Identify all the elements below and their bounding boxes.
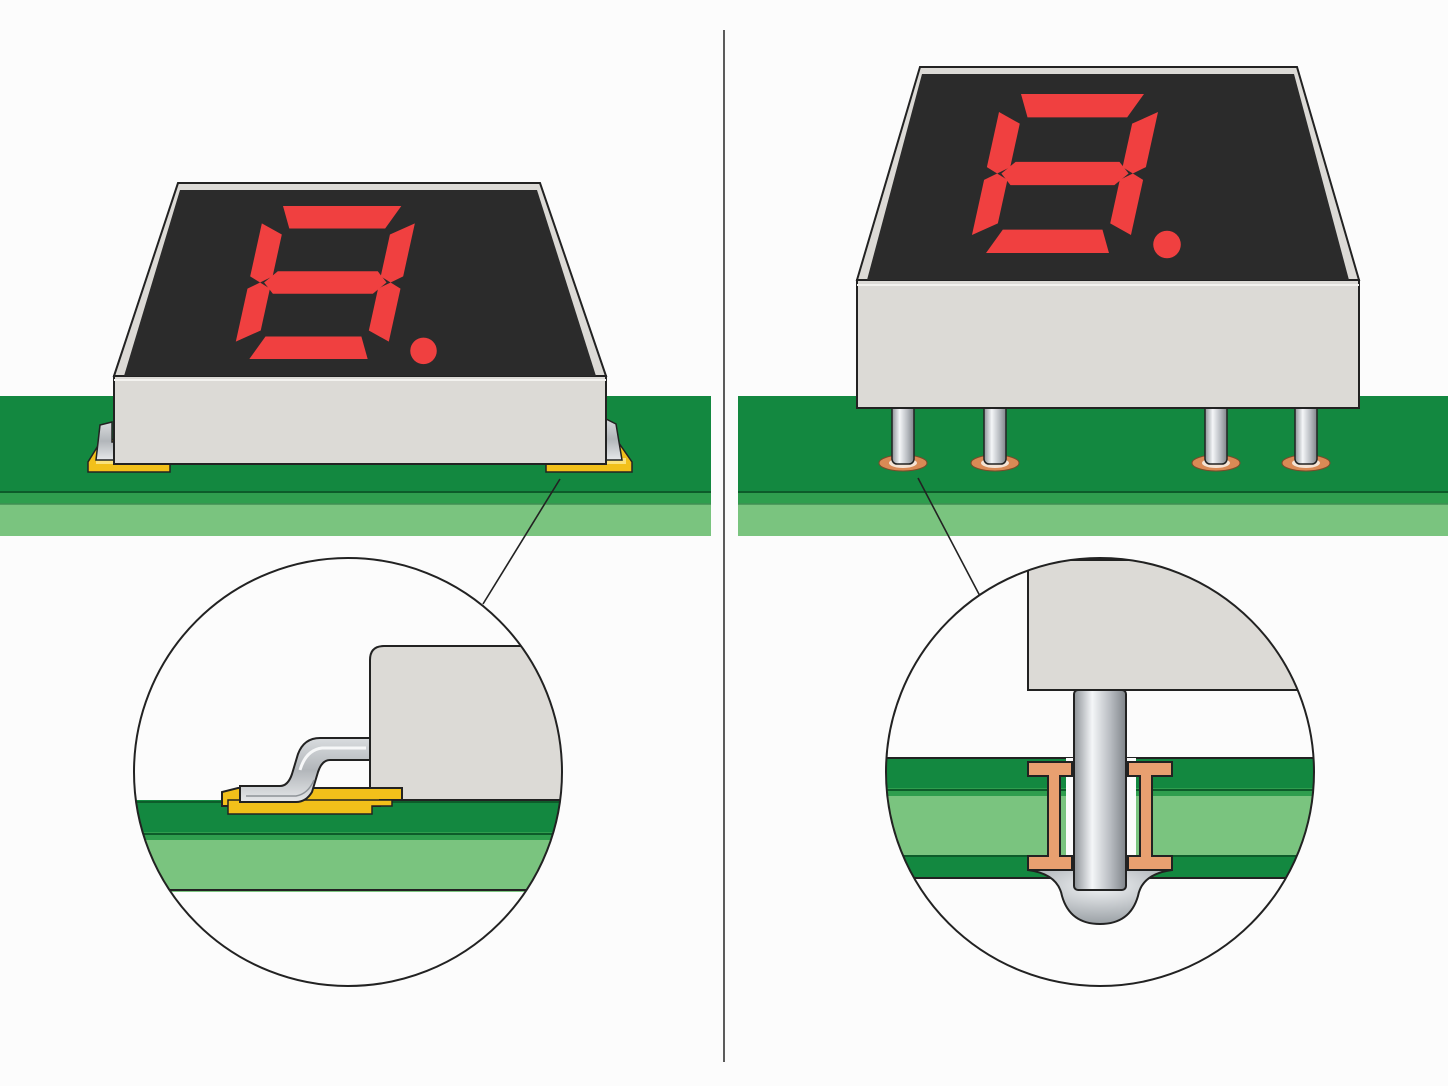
- through-hole-pins: [878, 397, 1331, 472]
- segment-a: [1021, 94, 1144, 118]
- pcb-board-right: [738, 396, 1448, 536]
- segment-a: [283, 206, 402, 229]
- segment-c: [368, 282, 401, 342]
- tht-seven-segment-digit: [971, 94, 1181, 259]
- tht-detail-magnifier: [885, 557, 1315, 987]
- detail-component-underside: [1027, 559, 1314, 691]
- segment-c: [1110, 173, 1144, 235]
- detail-leader-line-left: [482, 478, 561, 605]
- through-hole-panel: [738, 66, 1448, 536]
- segment-d: [249, 336, 368, 359]
- segment-e: [971, 173, 1008, 235]
- detail-component-corner: [369, 645, 562, 801]
- smd-detail-magnifier: [133, 557, 563, 987]
- decimal-point: [410, 337, 437, 365]
- smd-seven-segment-digit: [235, 206, 437, 365]
- detail-gull-wing-lead: [239, 737, 371, 803]
- detail-solder-fillet: [1027, 869, 1173, 926]
- decimal-point: [1153, 230, 1181, 259]
- segment-f: [250, 223, 282, 283]
- surface-mount-panel: [0, 182, 711, 536]
- detail-through-hole-pin: [1073, 689, 1127, 891]
- segment-g: [264, 271, 387, 294]
- segment-d: [986, 229, 1109, 253]
- segment-e: [235, 282, 270, 342]
- segment-f: [986, 112, 1020, 174]
- detail-leader-line-right: [917, 477, 982, 599]
- segment-b: [1122, 112, 1159, 174]
- tht-display-body: [855, 66, 1361, 409]
- segment-b: [380, 223, 415, 283]
- segment-g: [1001, 161, 1129, 186]
